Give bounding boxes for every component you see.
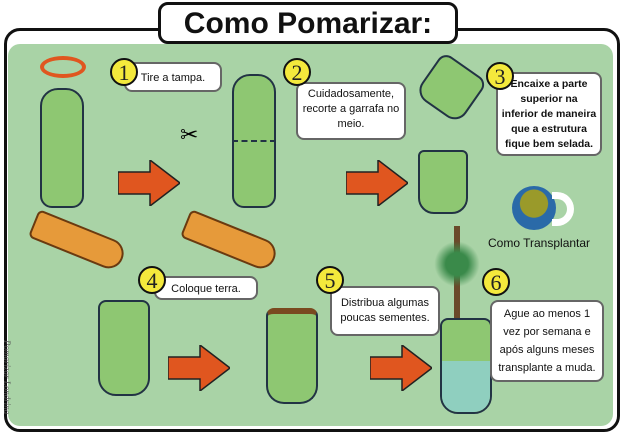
step-5-text: Distribua algumas poucas sementes. (330, 286, 440, 336)
logo-arc (552, 192, 574, 226)
step-3-text: Encaixe a parte superior na inferior de … (496, 72, 602, 156)
step-1-badge: 1 (110, 58, 138, 86)
step-6-text: Ague ao menos 1 vez por semana e após al… (490, 300, 604, 382)
step-6-badge: 6 (482, 268, 510, 296)
bottle-with-plant (440, 318, 492, 414)
bottle-with-soil (98, 300, 150, 396)
page-title: Como Pomarizar: (158, 2, 458, 44)
step-5-badge: 5 (316, 266, 344, 294)
step-2-badge: 2 (283, 58, 311, 86)
arrow-right-icon (118, 160, 180, 206)
seedling-leaves (434, 234, 480, 294)
step-4-badge: 4 (138, 266, 166, 294)
step-2-text: Cuidadosamente, recorte a garrafa no mei… (296, 82, 406, 140)
bottle-bottom-piece (418, 150, 468, 214)
cut-line (232, 140, 276, 142)
transplant-link[interactable]: Como Transplantar (488, 236, 591, 250)
arrow-right-icon (346, 160, 408, 206)
rotate-cap-icon (40, 56, 86, 78)
step-4-text: Coloque terra. (154, 276, 258, 300)
bottle-whole (40, 88, 84, 208)
arrow-right-icon (168, 345, 230, 391)
tree-globe-logo[interactable] (512, 186, 556, 230)
arrow-right-icon (370, 345, 432, 391)
step-3-badge: 3 (486, 62, 514, 90)
watermark: Pomarizar Londrina (2, 340, 12, 415)
step-1-text: Tire a tampa. (124, 62, 222, 92)
bottle-with-seeds (266, 308, 318, 404)
water-reservoir (442, 361, 490, 412)
scissors-icon: ✂ (180, 122, 199, 147)
